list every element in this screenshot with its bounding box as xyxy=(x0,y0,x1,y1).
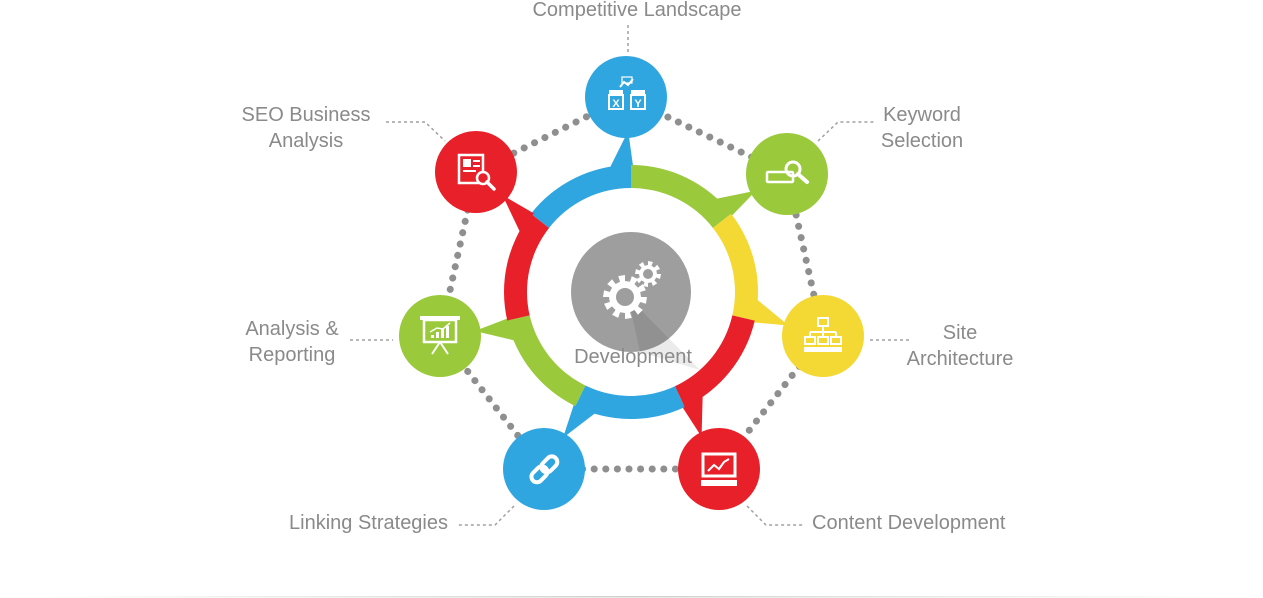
ring-segment xyxy=(674,315,755,408)
process-cycle-ring xyxy=(474,131,789,438)
presentation-chart-icon xyxy=(420,316,460,355)
node-content-development xyxy=(678,428,760,510)
node-site-architecture xyxy=(782,295,864,377)
keyword-search-icon xyxy=(765,160,809,184)
label-keyword-selection: Keyword Selection xyxy=(817,104,963,152)
sitemap-icon xyxy=(804,317,842,352)
ring-segment xyxy=(712,213,758,321)
ring-arrow xyxy=(681,394,703,437)
node-analysis-reporting xyxy=(399,295,481,377)
label-linking-strategies: Linking Strategies xyxy=(289,505,515,534)
node-linking-strategies xyxy=(503,428,585,510)
link-icon xyxy=(529,454,560,485)
label-site-architecture: Site Architecture xyxy=(870,322,1013,370)
svg-text:Y: Y xyxy=(634,98,642,110)
ring-segment xyxy=(504,213,550,321)
ring-segment xyxy=(575,385,685,419)
node-label-line: SEO Business xyxy=(242,104,371,126)
ring-arrow xyxy=(562,403,597,438)
node-label-line: Selection xyxy=(881,130,963,152)
node-seo-business-analysis xyxy=(435,131,517,213)
monitor-chart-icon xyxy=(701,452,737,486)
label-analysis-reporting: Analysis & Reporting xyxy=(245,318,393,366)
node-label-line: Keyword xyxy=(883,104,961,126)
center-label: Development xyxy=(574,346,692,368)
node-label-line: Competitive Landscape xyxy=(532,0,741,21)
node-label-line: Analysis xyxy=(269,130,343,152)
node-label-line: Reporting xyxy=(249,344,336,366)
center-hub: Development xyxy=(571,232,700,370)
ring-segment xyxy=(507,315,586,407)
ring-arrow xyxy=(502,195,534,234)
node-label-line: Site xyxy=(943,322,977,344)
gears-icon xyxy=(603,261,700,370)
node-label-line: Analysis & xyxy=(245,318,339,340)
svg-text:X: X xyxy=(612,98,620,110)
node-label-line: Content Development xyxy=(812,512,1006,534)
document-search-icon xyxy=(457,153,496,191)
node-circle xyxy=(585,56,667,138)
label-competitive-landscape: Competitive Landscape xyxy=(532,0,742,54)
node-label-line: Linking Strategies xyxy=(289,512,448,534)
bottom-divider xyxy=(40,596,1223,598)
ring-segment xyxy=(530,165,631,228)
ring-arrow xyxy=(474,317,516,341)
label-content-development: Content Development xyxy=(746,505,1006,534)
ring-arrow xyxy=(609,131,634,169)
label-seo-business-analysis: SEO Business Analysis xyxy=(242,104,446,152)
node-circle xyxy=(399,295,481,377)
node-keyword-selection xyxy=(746,133,828,215)
node-label-line: Architecture xyxy=(907,348,1014,370)
ring-arrow xyxy=(714,190,757,217)
ring-segment xyxy=(631,165,732,228)
ring-arrow xyxy=(752,298,789,326)
